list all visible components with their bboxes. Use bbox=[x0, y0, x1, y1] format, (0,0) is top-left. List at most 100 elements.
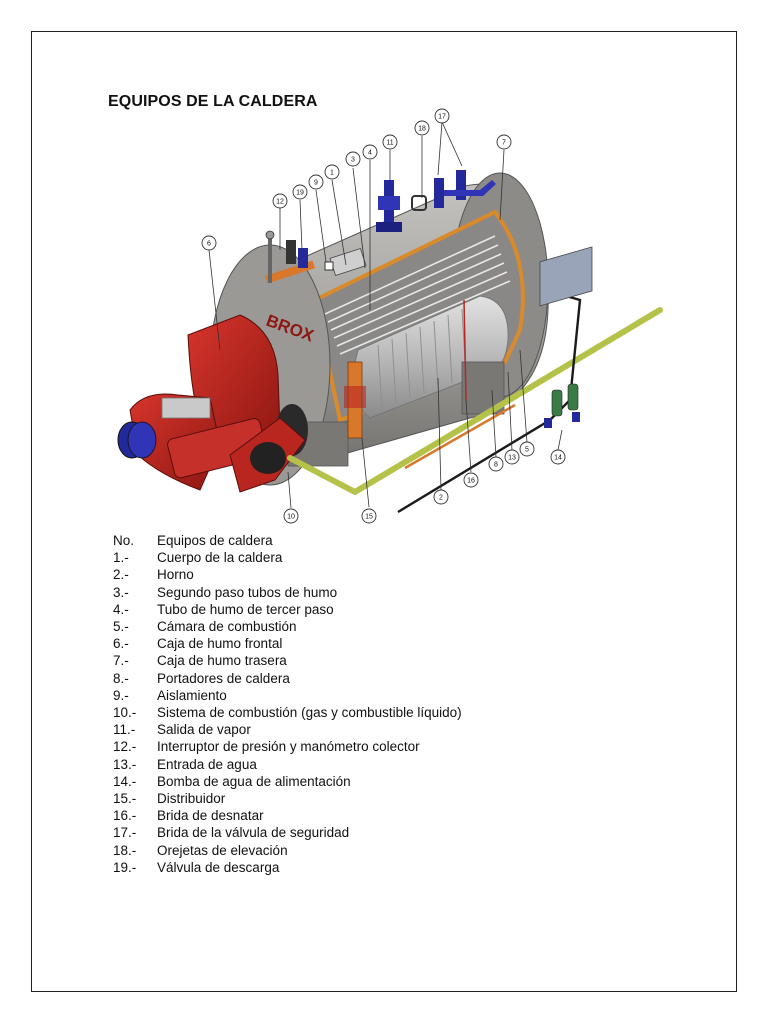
pressure-manifold bbox=[264, 230, 367, 284]
legend-item: 18.- Orejetas de elevación bbox=[113, 842, 553, 859]
svg-text:15: 15 bbox=[365, 514, 373, 521]
legend-item-text: Entrada de agua bbox=[157, 756, 257, 772]
legend-item: 7.- Caja de humo trasera bbox=[113, 652, 553, 669]
svg-text:18: 18 bbox=[418, 126, 426, 133]
svg-text:7: 7 bbox=[502, 140, 506, 147]
feed-pipe bbox=[287, 307, 663, 496]
svg-text:12: 12 bbox=[276, 199, 284, 206]
callout-12: 12 bbox=[272, 193, 288, 209]
legend-item-text: Aislamiento bbox=[157, 687, 227, 703]
legend-item: 13.- Entrada de agua bbox=[113, 756, 553, 773]
legend-item-text: Portadores de caldera bbox=[157, 670, 290, 686]
legend-item-text: Caja de humo trasera bbox=[157, 653, 287, 669]
legend-item: 17.-Brida de la válvula de seguridad bbox=[113, 824, 553, 841]
distributor bbox=[344, 361, 366, 439]
legend-item-text: Segundo paso tubos de humo bbox=[157, 584, 338, 600]
svg-text:17: 17 bbox=[438, 114, 446, 121]
boiler-drawing: BROX bbox=[117, 108, 663, 524]
legend-item: 15.- Distribuidor bbox=[113, 790, 553, 807]
svg-text:2: 2 bbox=[439, 495, 443, 502]
legend-item: 8.-Portadores de caldera bbox=[113, 670, 553, 687]
callout-16: 16 bbox=[463, 472, 479, 488]
boiler-illustration: BROX bbox=[100, 100, 680, 530]
callout-9: 9 bbox=[308, 174, 324, 190]
svg-text:5: 5 bbox=[525, 447, 529, 454]
legend-item-text: Distribuidor bbox=[157, 791, 226, 807]
legend-item: 2.- Horno bbox=[113, 566, 553, 583]
callout-1: 1 bbox=[324, 164, 340, 180]
legend-item-num: 14.- bbox=[113, 773, 137, 789]
callout-6: 6 bbox=[201, 235, 217, 251]
legend-item: 1.- Cuerpo de la caldera bbox=[113, 549, 553, 566]
legend-item: 12.- Interruptor de presión y manómetro c… bbox=[113, 738, 553, 755]
feed-pumps bbox=[539, 246, 593, 428]
legend-item-num: 18.- bbox=[113, 842, 137, 858]
callout-7: 7 bbox=[496, 134, 512, 150]
legend-item-text: Cuerpo de la caldera bbox=[157, 550, 283, 566]
callout-11: 11 bbox=[382, 134, 398, 150]
legend-item: 14.- Bomba de agua de alimentación bbox=[113, 773, 553, 790]
svg-text:8: 8 bbox=[494, 462, 498, 469]
svg-text:4: 4 bbox=[368, 150, 372, 157]
callout-2: 2 bbox=[433, 489, 449, 505]
svg-text:19: 19 bbox=[296, 190, 304, 197]
legend-item-num: 3.- bbox=[113, 584, 129, 600]
legend-item-num: 9.- bbox=[113, 687, 129, 703]
legend-item-num: 16.- bbox=[113, 808, 137, 824]
legend-item-text: Bomba de agua de alimentación bbox=[157, 773, 351, 789]
callout-18: 18 bbox=[414, 120, 430, 136]
legend-item-text: Salida de vapor bbox=[157, 722, 251, 738]
legend-item: 10.-Sistema de combustión (gas y combust… bbox=[113, 704, 553, 721]
svg-text:9: 9 bbox=[314, 180, 318, 187]
callout-5: 5 bbox=[519, 441, 535, 457]
legend-item: 6.- Caja de humo frontal bbox=[113, 635, 553, 652]
legend-item-text: Cámara de combustión bbox=[157, 619, 297, 635]
legend-item-num: 12.- bbox=[113, 739, 137, 755]
legend-item: 9.- Aislamiento bbox=[113, 687, 553, 704]
legend-item: 5.- Cámara de combustión bbox=[113, 618, 553, 635]
legend-item-num: 1.- bbox=[113, 550, 129, 566]
legend-item-text: Caja de humo frontal bbox=[157, 636, 283, 652]
legend-item-num: 17.- bbox=[113, 825, 137, 841]
svg-text:10: 10 bbox=[287, 514, 295, 521]
callout-14: 14 bbox=[550, 449, 566, 465]
legend-item-num: 4.- bbox=[113, 601, 129, 617]
legend-item: 16.- Brida de desnatar bbox=[113, 807, 553, 824]
callout-8: 8 bbox=[488, 456, 504, 472]
legend-item-num: 2.- bbox=[113, 567, 129, 583]
callout-19: 19 bbox=[292, 184, 308, 200]
legend-item: 11.- Salida de vapor bbox=[113, 721, 553, 738]
callout-3: 3 bbox=[345, 151, 361, 167]
svg-text:11: 11 bbox=[386, 140, 393, 147]
legend-item-text: Válvula de descarga bbox=[157, 859, 280, 875]
callout-13: 13 bbox=[504, 449, 520, 465]
legend-item-num: 6.- bbox=[113, 636, 129, 652]
callout-4: 4 bbox=[362, 144, 378, 160]
legend-item-num: 7.- bbox=[113, 653, 129, 669]
document-title: EQUIPOS DE LA CALDERA bbox=[108, 93, 318, 110]
legend-item-text: Tubo de humo de tercer paso bbox=[157, 601, 334, 617]
equipment-legend: No. Equipos de caldera 1.- Cuerpo de la c… bbox=[113, 532, 553, 876]
legend-item-num: 13.- bbox=[113, 756, 137, 772]
legend-item-num: 15.- bbox=[113, 791, 137, 807]
legend-item-num: 10.- bbox=[113, 705, 137, 721]
svg-text:13: 13 bbox=[508, 455, 516, 462]
legend-header: No. Equipos de caldera bbox=[113, 532, 553, 549]
legend-header-text: Equipos de caldera bbox=[157, 533, 273, 548]
burner bbox=[117, 393, 306, 493]
callout-10: 10 bbox=[283, 508, 299, 524]
legend-item-text: Brida de desnatar bbox=[157, 808, 264, 824]
svg-text:1: 1 bbox=[330, 170, 334, 177]
svg-text:14: 14 bbox=[554, 455, 562, 462]
legend-item-text: Orejetas de elevación bbox=[157, 842, 288, 858]
legend-item-text: Horno bbox=[157, 567, 194, 583]
legend-item: 3.- Segundo paso tubos de humo bbox=[113, 584, 553, 601]
legend-item: 19.-Válvula de descarga bbox=[113, 859, 553, 876]
page-frame bbox=[31, 31, 737, 992]
legend-item-num: 5.- bbox=[113, 619, 129, 635]
legend-item-text: Interruptor de presión y manómetro colec… bbox=[157, 739, 420, 755]
callout-17: 17 bbox=[434, 108, 450, 124]
legend-item-num: 11.- bbox=[113, 722, 136, 738]
top-valves bbox=[376, 170, 496, 232]
legend-header-num: No. bbox=[113, 533, 135, 548]
